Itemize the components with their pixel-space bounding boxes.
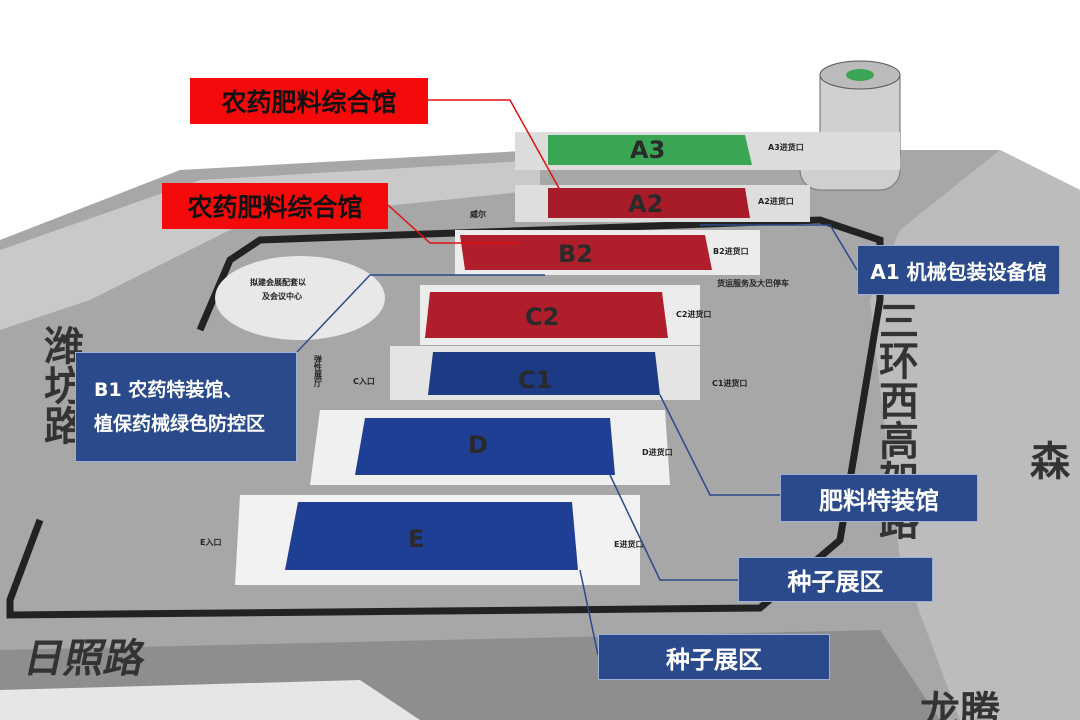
a3-callout: 农药肥料综合馆 [190,78,428,124]
e-entrance-label: E入口 [200,538,221,547]
bottom-right-road-label: 龙腾 [920,689,1001,720]
hall-a2[interactable] [548,188,750,218]
c1-dock-label: C1进货口 [712,378,747,388]
right-road-label: 森 [1030,439,1071,485]
conference-label-2: 及会议中心 [262,291,302,301]
flex-hall-label: 弹性展厅 [314,354,323,388]
hall-c2-label: C2 [525,303,559,331]
hall-c1[interactable] [428,352,660,395]
hall-d-label: D [468,431,488,459]
ring-road [6,216,884,619]
conference-center [215,256,385,340]
a3-dock-label: A3进货口 [768,142,804,152]
rizhao-road-label: 日照路 [20,634,151,681]
hall-a3[interactable] [548,135,752,165]
hall-c1-label: C1 [518,366,552,394]
hall-b2-label: B2 [558,240,593,268]
hall-a3-label: A3 [630,136,665,164]
service-label: 货运服务及大巴停车 [716,278,789,288]
e-dock-label: E进货口 [614,539,643,549]
d-dock-label: D进货口 [642,447,673,457]
hall-e[interactable] [285,502,578,570]
wei-label: 威尔 [470,209,486,219]
a2-dock-label: A2进货口 [758,196,794,206]
b1-callout-line2: 植保药械绿色防控区 [94,413,266,435]
hall-b2[interactable] [460,235,712,270]
c1-callout: 肥料特装馆 [780,474,978,522]
hall-e-label: E [408,525,424,553]
conference-label-1: 拟建会展配套以 [250,277,306,287]
e-callout: 种子展区 [598,634,830,680]
hall-c2[interactable] [425,292,668,338]
b1-callout: B1 农药特装馆、 植保药械绿色防控区 [75,352,297,462]
hall-d[interactable] [355,418,615,475]
c-entrance-label: C入口 [353,377,375,386]
d-callout: 种子展区 [738,557,933,602]
a2-callout: 农药肥料综合馆 [162,183,388,229]
b1-callout-line1: B1 农药特装馆、 [94,379,243,401]
b2-dock-label: B2进货口 [713,246,749,256]
a1-callout: A1 机械包装设备馆 [857,245,1060,295]
c2-dock-label: C2进货口 [676,309,711,319]
hall-a2-label: A2 [628,190,663,218]
